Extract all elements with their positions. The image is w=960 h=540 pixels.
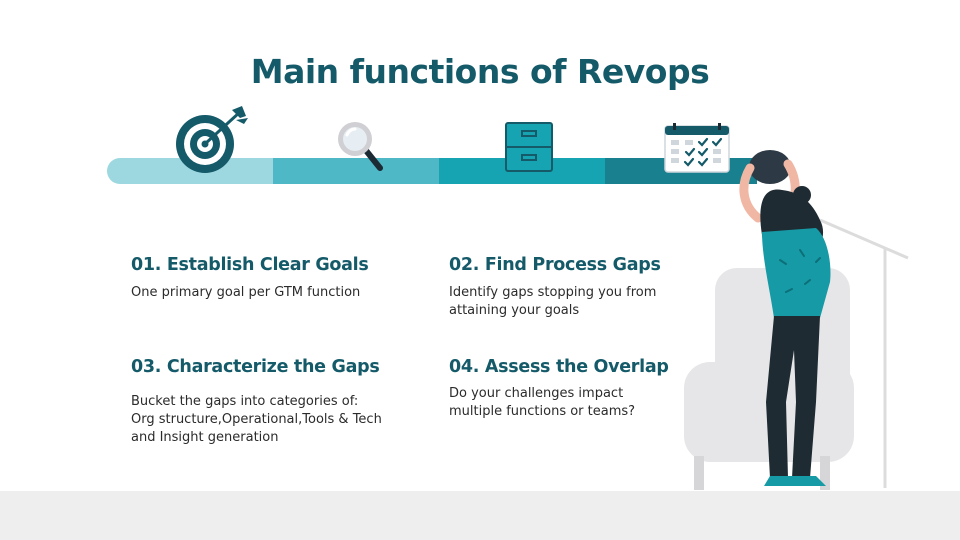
floor-lamp bbox=[819, 218, 909, 488]
woman-illustration bbox=[684, 150, 909, 490]
page-title: Main functions of Revops bbox=[250, 52, 710, 91]
target-icon bbox=[176, 106, 248, 173]
function-2-heading: 02. Find Process Gaps bbox=[449, 255, 661, 275]
calendar-icon bbox=[664, 123, 730, 173]
floor-band bbox=[0, 491, 960, 540]
function-3-heading: 03. Characterize the Gaps bbox=[131, 357, 380, 377]
stone bbox=[749, 150, 791, 184]
function-4-text: Do your challenges impact multiple funct… bbox=[449, 386, 636, 419]
function-3-text: Bucket the gaps into categories of: Org … bbox=[131, 394, 382, 445]
timeline-segment-2 bbox=[273, 158, 439, 184]
function-2-text: Identify gaps stopping you from attainin… bbox=[449, 285, 657, 318]
function-4-heading: 04. Assess the Overlap bbox=[449, 357, 669, 377]
file-cabinet-icon bbox=[505, 122, 553, 172]
function-1-text: One primary goal per GTM function bbox=[131, 285, 361, 300]
function-1-heading: 01. Establish Clear Goals bbox=[131, 255, 369, 275]
magnifier-icon bbox=[338, 122, 383, 171]
